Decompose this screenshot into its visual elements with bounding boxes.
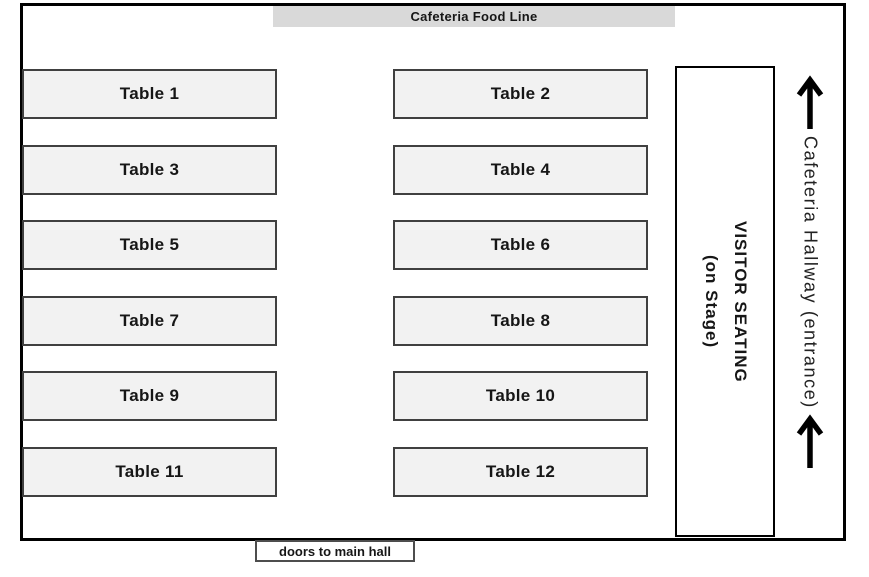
table-2-label: Table 2: [490, 84, 551, 103]
visitor-seating-stage: VISITOR SEATING (on Stage): [675, 66, 775, 537]
table-10: Table 10: [393, 371, 648, 421]
table-8-label: Table 8: [490, 311, 551, 330]
table-12-label: Table 12: [485, 462, 556, 481]
table-6: Table 6: [393, 220, 648, 270]
visitor-seating-line2: (on Stage): [702, 254, 721, 349]
cafeteria-food-line-bar: Cafeteria Food Line: [273, 6, 675, 27]
table-5-label: Table 5: [119, 235, 180, 254]
table-12: Table 12: [393, 447, 648, 497]
cafeteria-food-line-label: Cafeteria Food Line: [410, 9, 538, 24]
up-arrow-icon: [796, 414, 824, 469]
doors-to-main-hall: doors to main hall: [255, 540, 415, 562]
table-11: Table 11: [22, 447, 277, 497]
table-1-label: Table 1: [119, 84, 180, 103]
visitor-seating-label: VISITOR SEATING (on Stage): [696, 221, 754, 383]
table-4-label: Table 4: [490, 160, 551, 179]
table-1: Table 1: [22, 69, 277, 119]
table-8: Table 8: [393, 296, 648, 346]
table-7-label: Table 7: [119, 311, 180, 330]
visitor-seating-line1: VISITOR SEATING: [730, 220, 750, 383]
table-11-label: Table 11: [115, 462, 184, 481]
up-arrow-icon: [796, 74, 824, 129]
table-9: Table 9: [22, 371, 277, 421]
cafeteria-hallway: Cafeteria Hallway (entrance): [777, 3, 843, 541]
table-4: Table 4: [393, 145, 648, 195]
table-6-label: Table 6: [490, 235, 551, 254]
table-9-label: Table 9: [119, 386, 180, 405]
table-2: Table 2: [393, 69, 648, 119]
table-3: Table 3: [22, 145, 277, 195]
doors-to-main-hall-label: doors to main hall: [279, 543, 391, 559]
table-10-label: Table 10: [485, 386, 556, 405]
table-7: Table 7: [22, 296, 277, 346]
table-5: Table 5: [22, 220, 277, 270]
table-3-label: Table 3: [119, 160, 180, 179]
cafeteria-hallway-label: Cafeteria Hallway (entrance): [800, 135, 821, 409]
